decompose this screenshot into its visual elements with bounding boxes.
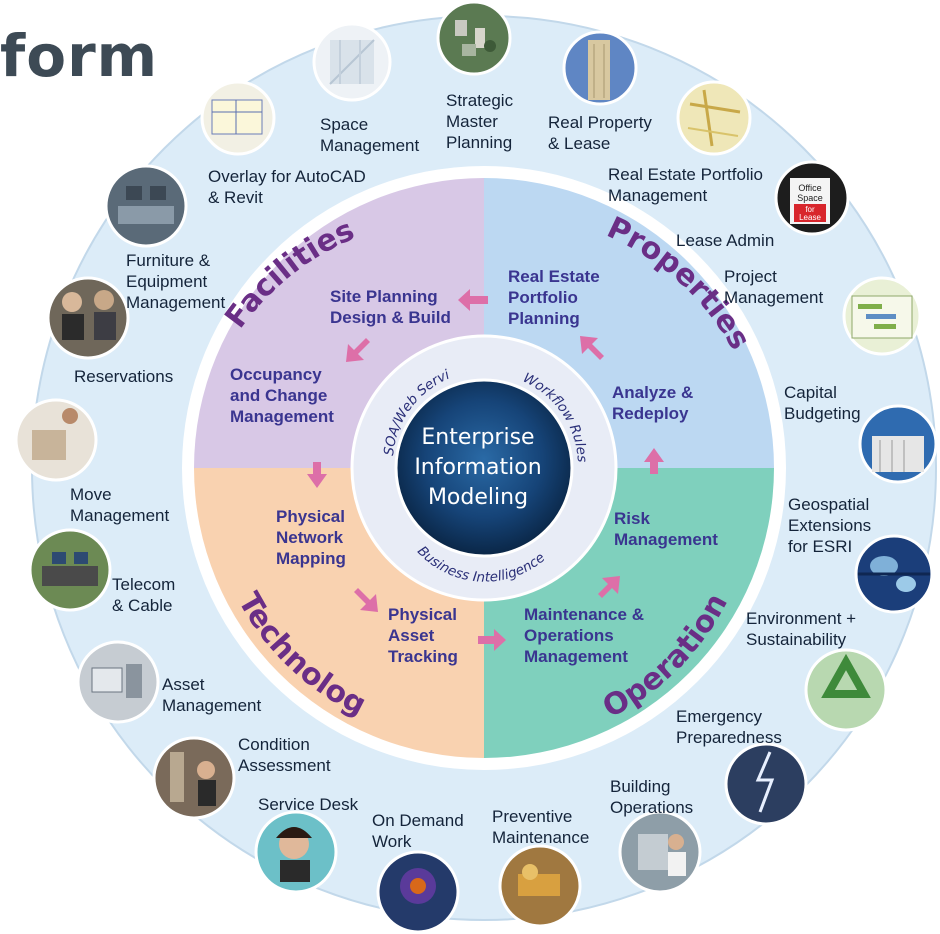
module-site-planning: Site Planning Design & Build — [330, 287, 451, 327]
arrow-down-icon — [307, 462, 327, 488]
photo-cad-overlay — [200, 80, 276, 156]
photo-inspection — [152, 736, 236, 820]
label-space-management: Space Management — [320, 115, 420, 155]
label-environment: Environment + Sustainability — [746, 609, 857, 649]
label-asset-management: Asset Management — [162, 675, 262, 715]
photo-on-demand — [376, 850, 460, 934]
arrow-up-right-icon — [598, 576, 620, 598]
photo-project-schedule — [842, 276, 922, 356]
arrow-down-right-icon — [354, 588, 378, 612]
photo-strategic-planning — [436, 0, 512, 76]
arrow-up-icon — [644, 448, 664, 474]
module-physical-asset: Physical Asset Tracking — [388, 605, 458, 666]
label-reservations: Reservations — [74, 367, 174, 386]
photo-map — [676, 80, 752, 156]
photo-service-desk — [254, 810, 338, 894]
label-telecom: Telecom & Cable — [112, 575, 176, 615]
photo-telecom — [28, 528, 112, 612]
photo-gis-map — [854, 534, 934, 614]
photo-space — [312, 22, 392, 102]
recycle-icon — [804, 648, 888, 732]
photo-furniture — [104, 164, 188, 248]
photo-building-operations — [618, 810, 702, 894]
core-circle — [394, 378, 574, 558]
label-geospatial: Geospatial Extensions for ESRI — [788, 495, 872, 556]
module-maintenance: Maintenance & Operations Management — [524, 605, 644, 666]
label-capital-budgeting: Capital Budgeting — [784, 383, 861, 423]
photo-asset — [76, 640, 160, 724]
label-strategic-planning: Strategic Master Planning — [446, 91, 514, 152]
photo-move — [14, 398, 98, 482]
arrow-down-left-icon — [346, 338, 370, 362]
core-line-3: Modeling — [428, 485, 528, 510]
svg-text:Space: Space — [797, 193, 823, 203]
svg-text:Office: Office — [798, 183, 821, 193]
page-title: form — [0, 22, 159, 90]
module-analyze-redeploy: Analyze & Redeploy — [612, 383, 694, 423]
label-re-portfolio-management: Real Estate Portfolio Management — [608, 165, 763, 205]
label-condition-assessment: Condition Assessment — [238, 735, 331, 775]
photo-preventive — [498, 844, 582, 928]
photo-reservations — [46, 276, 130, 360]
arrow-right-icon — [478, 629, 506, 651]
core-line-2: Information — [414, 455, 541, 480]
label-project-management: Project Management — [724, 267, 824, 307]
label-real-property: Real Property & Lease — [548, 113, 652, 153]
label-furniture: Furniture & Equipment Management — [126, 251, 226, 312]
label-service-desk: Service Desk — [258, 795, 359, 814]
svg-text:for: for — [805, 205, 815, 214]
photo-real-property — [562, 30, 638, 106]
arrow-left-icon — [458, 289, 488, 311]
module-occupancy: Occupancy and Change Management — [230, 365, 334, 426]
module-risk: Risk Management — [614, 509, 718, 549]
label-emergency: Emergency Preparedness — [676, 707, 782, 747]
arrow-up-left-icon — [580, 336, 604, 360]
lightning-icon — [724, 742, 808, 826]
module-physical-network: Physical Network Mapping — [276, 507, 346, 568]
label-building-operations: Building Operations — [610, 777, 694, 817]
label-move-management: Move Management — [70, 485, 170, 525]
photo-lease-sign: Office Space for Lease — [774, 160, 850, 236]
photo-capital-building — [858, 404, 938, 484]
label-overlay-autocad: Overlay for AutoCAD & Revit — [208, 167, 366, 207]
core-line-1: Enterprise — [421, 425, 534, 450]
module-real-estate-portfolio-planning: Real Estate Portfolio Planning — [508, 267, 600, 328]
label-preventive-maintenance: Preventive Maintenance — [492, 807, 590, 847]
label-lease-admin: Lease Admin — [676, 231, 775, 250]
svg-text:Lease: Lease — [799, 213, 821, 222]
label-on-demand-work: On Demand Work — [372, 811, 464, 851]
